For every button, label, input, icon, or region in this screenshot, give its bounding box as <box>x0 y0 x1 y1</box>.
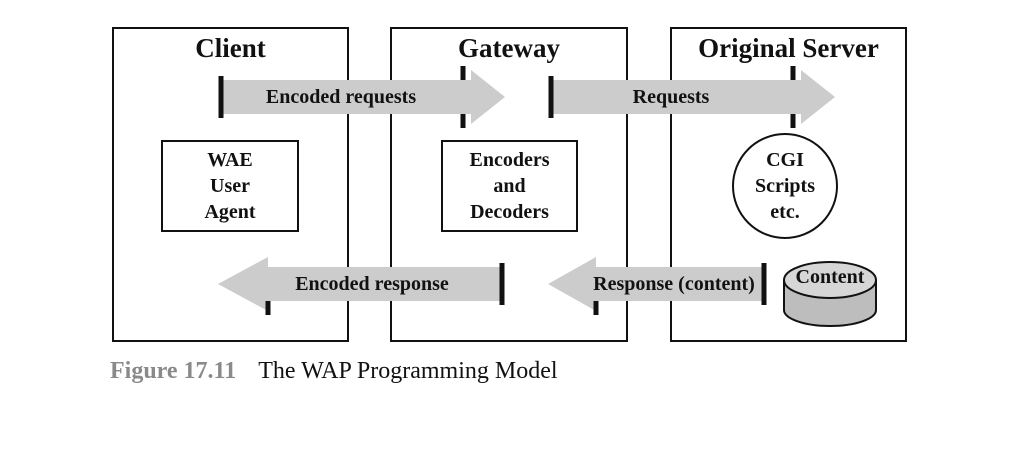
cgi-line-1: CGI <box>766 149 804 171</box>
encoded-response-label: Encoded response <box>295 272 449 295</box>
encoded-requests-arrow-shape <box>218 66 505 128</box>
gateway-title: Gateway <box>458 33 560 63</box>
encoders-line-2: and <box>493 175 526 197</box>
encoders-line-1: Encoders <box>469 149 550 171</box>
figure-number: Figure 17.11 <box>110 358 237 384</box>
user-agent-line-2: User <box>210 175 250 197</box>
cgi-line-3: etc. <box>770 201 800 223</box>
encoded-requests-arrow: Encoded requests <box>213 66 509 128</box>
encoded-response-arrow: Encoded response <box>216 253 510 315</box>
encoded-requests-label: Encoded requests <box>265 85 417 108</box>
content-database: Content <box>782 258 878 328</box>
cgi-line-2: Scripts <box>755 175 815 197</box>
figure-caption: Figure 17.11 The WAP Programming Model <box>110 358 558 385</box>
content-label: Content <box>795 266 865 288</box>
wae-user-agent-box: WAE User Agent <box>161 140 299 232</box>
cgi-scripts-circle: CGI Scripts etc. <box>732 133 838 239</box>
response-content-arrow-shape <box>548 257 767 315</box>
user-agent-line-3: Agent <box>204 201 256 223</box>
server-title: Original Server <box>698 33 879 63</box>
requests-arrow: Requests <box>543 66 839 128</box>
response-content-label: Response (content) <box>593 272 755 295</box>
encoded-response-arrow-shape <box>218 257 505 315</box>
database-icon <box>783 261 877 327</box>
figure-title: The WAP Programming Model <box>258 358 558 384</box>
encoders-decoders-box: Encoders and Decoders <box>441 140 578 232</box>
requests-arrow-shape <box>548 66 835 128</box>
encoders-line-3: Decoders <box>470 201 549 223</box>
client-title: Client <box>195 33 266 63</box>
requests-label: Requests <box>632 85 710 108</box>
user-agent-line-1: WAE <box>207 149 253 171</box>
response-content-arrow: Response (content) <box>546 253 772 315</box>
